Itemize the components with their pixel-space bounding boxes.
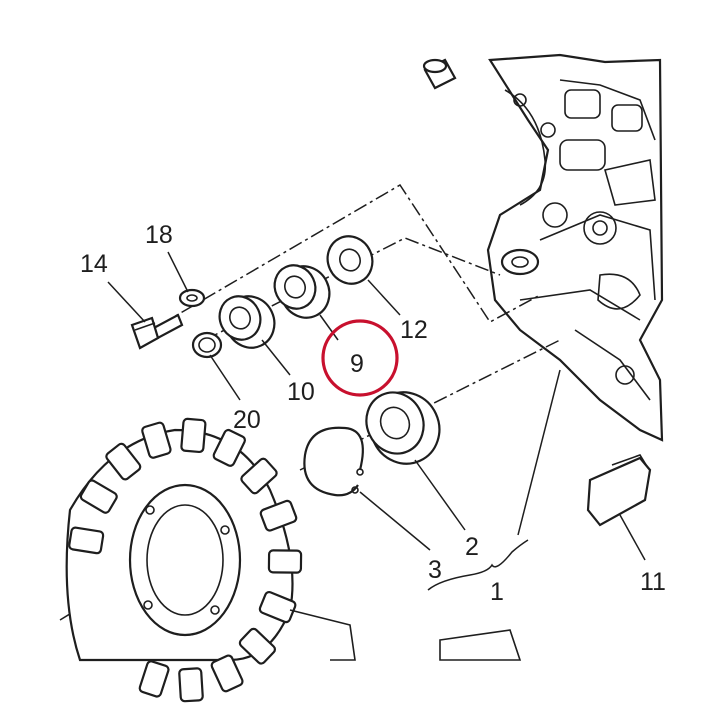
stator-tooth [238,627,277,665]
stator-tooth [138,660,170,698]
stator-tooth [68,526,105,555]
bracket-1 [427,539,529,591]
washer-12 [326,235,374,285]
washer-18 [178,288,206,308]
stator-tooth [240,457,278,495]
stator-tooth [258,590,297,624]
callout-20: 20 [233,406,261,434]
stator-tooth [212,428,246,467]
callout-18: 18 [145,221,173,249]
stator-tooth [178,667,204,703]
callout-10: 10 [287,378,315,406]
callout-2: 2 [465,533,479,561]
bracket-piece [439,629,522,661]
leader-lines [107,251,646,561]
stator-tooth [105,442,142,481]
part-11-clip [586,454,652,527]
bearing-2 [365,391,441,465]
bearing-10 [218,295,276,349]
callout-9: 9 [350,350,364,378]
stator-tooth [180,417,207,454]
crankcase-cover [486,53,664,442]
dowel-pin [422,58,457,90]
highlight-circle [321,319,399,397]
callout-12: 12 [400,316,428,344]
stator-tooth [79,479,118,514]
callout-3: 3 [428,556,442,584]
stator-tooth [259,499,298,532]
stator-coil [65,417,303,703]
stator-tooth [141,421,172,459]
stator-tooth [267,549,303,574]
callout-1: 1 [490,578,504,606]
snap-ring-3 [303,426,364,497]
circlip-20 [191,331,223,359]
stator-tooth [210,654,244,693]
callout-11: 11 [640,568,666,596]
bearing-9 [273,264,331,319]
callout-14: 14 [80,250,108,278]
wire-guide [289,609,356,661]
bolt-14 [130,313,184,350]
